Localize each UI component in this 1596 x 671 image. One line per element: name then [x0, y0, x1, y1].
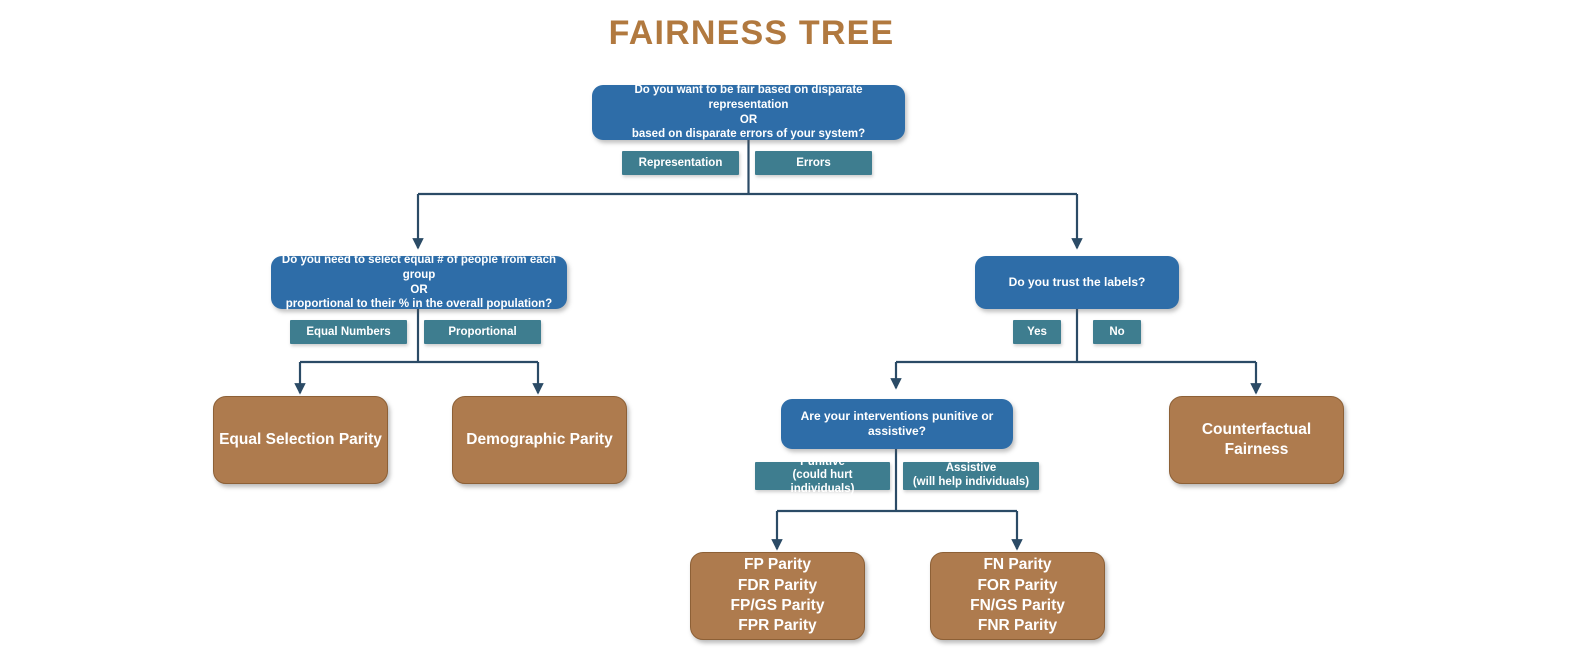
representation-question-line-3: proportional to their % in the overall p…	[285, 298, 553, 311]
demographic-parity-text: Demographic Parity	[466, 430, 613, 448]
interventions-question-text: Are your interventions punitive or assis…	[800, 408, 994, 438]
fp-metric-line-3: FP/GS Parity	[730, 597, 825, 614]
edge-label-representation-text: Representation	[638, 156, 723, 169]
edge-label-equal-numbers[interactable]: Equal Numbers	[290, 320, 407, 344]
edge-label-proportional-text: Proportional	[448, 325, 517, 338]
root-question-line-2: OR	[739, 113, 758, 126]
edge-label-errors-text: Errors	[796, 156, 831, 169]
fp-metric-line-1: FP Parity	[744, 556, 811, 574]
counterfactual-fairness-text: Counterfactual Fairness	[1201, 420, 1312, 458]
fn-metric-line-4: FNR Parity	[977, 617, 1058, 635]
edge-label-punitive[interactable]: Punitive (could hurt individuals)	[755, 456, 890, 495]
edge-label-no[interactable]: No	[1093, 320, 1141, 344]
question-node-representation[interactable]: Do you need to select equal # of people …	[271, 254, 567, 311]
question-node-trust-labels[interactable]: Do you trust the labels?	[975, 256, 1179, 309]
edge-label-proportional[interactable]: Proportional	[424, 320, 541, 344]
leaf-node-counterfactual-fairness[interactable]: Counterfactual Fairness	[1169, 396, 1344, 484]
fp-metric-line-4: FPR Parity	[738, 617, 817, 635]
edge-label-assistive-line-1: Assistive	[945, 462, 997, 475]
question-node-interventions[interactable]: Are your interventions punitive or assis…	[781, 399, 1013, 449]
root-question-line-3: based on disparate errors of your system…	[631, 128, 866, 141]
edge-label-no-text: No	[1109, 325, 1125, 338]
root-question-line-1: Do you want to be fair based on disparat…	[634, 84, 863, 111]
trust-labels-question-text: Do you trust the labels?	[1008, 274, 1146, 289]
fn-metric-line-1: FN Parity	[983, 556, 1052, 574]
equal-selection-parity-text: Equal Selection Parity	[219, 430, 382, 448]
edge-label-errors[interactable]: Errors	[755, 151, 872, 175]
representation-question-line-2: OR	[410, 283, 428, 296]
edge-label-yes[interactable]: Yes	[1013, 320, 1061, 344]
leaf-node-false-positive-metrics[interactable]: FP Parity FDR Parity FP/GS Parity FPR Pa…	[690, 552, 865, 640]
edge-label-equal-numbers-text: Equal Numbers	[306, 325, 391, 338]
fp-metric-line-2: FDR Parity	[737, 576, 818, 594]
fn-metric-line-2: FOR Parity	[977, 576, 1058, 594]
leaf-node-equal-selection-parity[interactable]: Equal Selection Parity	[213, 396, 388, 484]
edge-label-punitive-line-2: (could hurt individuals)	[790, 469, 855, 495]
edge-label-assistive[interactable]: Assistive (will help individuals)	[903, 462, 1039, 490]
edge-label-assistive-line-2: (will help individuals)	[912, 476, 1030, 488]
fn-metric-line-3: FN/GS Parity	[970, 597, 1065, 614]
edge-label-punitive-line-1: Punitive	[800, 455, 845, 468]
edge-label-representation[interactable]: Representation	[622, 151, 739, 175]
edge-label-yes-text: Yes	[1027, 325, 1047, 338]
representation-question-line-1: Do you need to select equal # of people …	[281, 254, 557, 281]
question-node-root[interactable]: Do you want to be fair based on disparat…	[592, 84, 905, 141]
leaf-node-false-negative-metrics[interactable]: FN Parity FOR Parity FN/GS Parity FNR Pa…	[930, 552, 1105, 640]
page-title: FAIRNESS TREE	[608, 14, 895, 52]
leaf-node-demographic-parity[interactable]: Demographic Parity	[452, 396, 627, 484]
